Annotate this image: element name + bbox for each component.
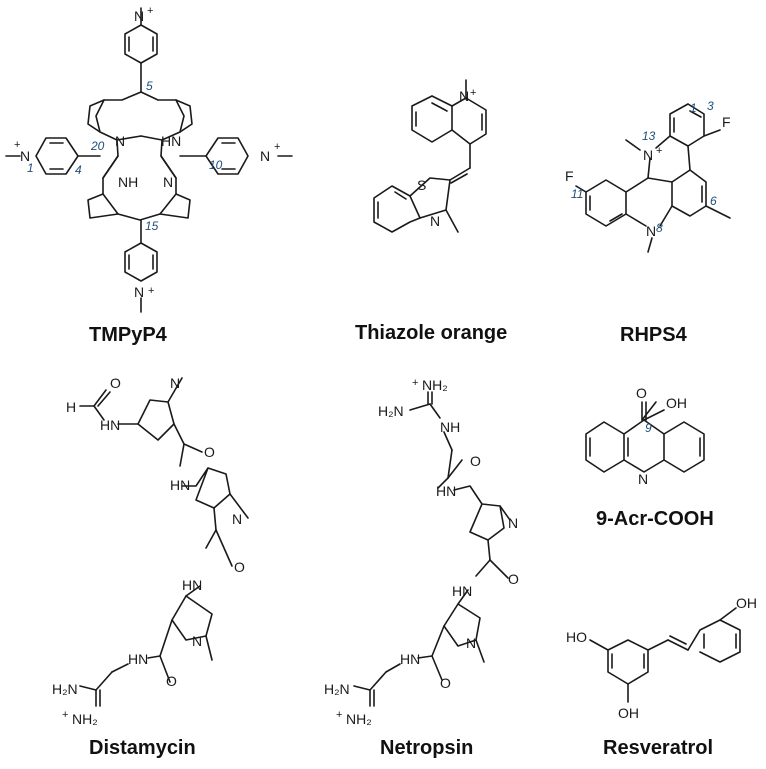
svg-text:+: + (14, 139, 20, 151)
caption-netropsin: Netropsin (380, 737, 474, 759)
svg-text:1: 1 (27, 161, 34, 175)
svg-text:NH: NH (440, 419, 460, 435)
svg-text:O: O (234, 559, 245, 575)
svg-text:O: O (636, 385, 647, 401)
tmpyp4-structure: N+ N+ N+ N+ N HN NH N 5 20 10 15 1 4 (5, 5, 293, 313)
svg-text:HN: HN (128, 651, 148, 667)
thiazole-orange-structure: N+ S N (373, 79, 487, 233)
svg-text:15: 15 (145, 219, 159, 233)
svg-text:O: O (204, 444, 215, 460)
svg-text:N: N (508, 515, 518, 531)
svg-text:O: O (110, 375, 121, 391)
svg-text:N: N (134, 284, 144, 300)
svg-text:+: + (470, 87, 476, 99)
svg-text:11: 11 (571, 187, 583, 201)
svg-text:20: 20 (90, 139, 105, 153)
svg-text:HO: HO (566, 629, 587, 645)
svg-text:OH: OH (666, 395, 687, 411)
svg-text:NH₂: NH₂ (422, 377, 448, 393)
svg-text:N: N (20, 148, 30, 164)
svg-text:9: 9 (645, 421, 652, 435)
svg-text:NH: NH (118, 174, 138, 190)
svg-text:N: N (115, 133, 125, 149)
svg-text:F: F (722, 114, 731, 130)
svg-text:N: N (643, 147, 653, 163)
svg-text:O: O (166, 673, 177, 689)
caption-resveratrol: Resveratrol (603, 737, 714, 759)
svg-text:NH₂: NH₂ (72, 711, 98, 727)
svg-text:+: + (148, 285, 154, 297)
svg-text:+: + (336, 709, 342, 721)
svg-text:N: N (430, 213, 440, 229)
svg-text:N: N (638, 471, 648, 487)
svg-text:N: N (466, 635, 476, 651)
resveratrol-structure: OH HO OH (566, 595, 757, 721)
svg-text:N: N (646, 223, 656, 239)
caption-rhps4: RHPS4 (620, 324, 687, 346)
svg-text:H: H (66, 399, 76, 415)
svg-text:N: N (134, 8, 144, 24)
svg-text:N: N (192, 633, 202, 649)
svg-text:O: O (508, 571, 519, 587)
svg-text:N: N (232, 511, 242, 527)
9-acr-cooh-structure: O OH N 9 (585, 385, 705, 487)
svg-text:N: N (170, 375, 180, 391)
svg-text:N: N (260, 148, 270, 164)
svg-text:4: 4 (75, 163, 82, 177)
svg-text:OH: OH (618, 705, 639, 721)
caption-distamycin: Distamycin (89, 737, 196, 759)
svg-text:HN: HN (436, 483, 456, 499)
svg-text:HN: HN (161, 133, 181, 149)
svg-text:6: 6 (710, 194, 717, 208)
caption-9-acr-cooh: 9-Acr-COOH (596, 508, 714, 530)
svg-text:+: + (412, 377, 418, 389)
svg-text:+: + (656, 145, 662, 157)
svg-text:OH: OH (736, 595, 757, 611)
svg-text:S: S (417, 177, 426, 193)
svg-text:10: 10 (209, 158, 223, 172)
svg-text:H₂N: H₂N (324, 681, 350, 697)
svg-text:F: F (565, 168, 574, 184)
svg-text:8: 8 (656, 221, 663, 235)
svg-text:HN: HN (100, 417, 120, 433)
netropsin-structure: + NH₂ H₂N NH O HN N O HN N HN O H₂N + NH₂ (324, 377, 519, 727)
svg-text:HN: HN (182, 577, 202, 593)
svg-text:NH₂: NH₂ (346, 711, 372, 727)
svg-text:O: O (470, 453, 481, 469)
svg-text:+: + (274, 141, 280, 153)
svg-text:HN: HN (452, 583, 472, 599)
svg-text:1: 1 (690, 101, 697, 115)
distamycin-structure: H O HN N O HN N O HN N HN O H₂N + NH₂ (52, 375, 249, 727)
caption-tmpyp4: TMPyP4 (89, 324, 167, 346)
caption-thiazole-orange: Thiazole orange (355, 322, 508, 344)
svg-text:5: 5 (146, 79, 153, 93)
svg-text:HN: HN (170, 477, 190, 493)
svg-text:13: 13 (642, 129, 656, 143)
svg-text:HN: HN (400, 651, 420, 667)
svg-text:+: + (62, 709, 68, 721)
svg-text:3: 3 (707, 99, 714, 113)
svg-text:H₂N: H₂N (52, 681, 78, 697)
svg-text:O: O (440, 675, 451, 691)
svg-text:H₂N: H₂N (378, 403, 404, 419)
svg-text:N: N (459, 88, 469, 104)
svg-text:+: + (147, 5, 153, 17)
rhps4-structure: F F N+ N 1 3 6 8 11 13 (565, 99, 731, 253)
svg-text:N: N (163, 174, 173, 190)
